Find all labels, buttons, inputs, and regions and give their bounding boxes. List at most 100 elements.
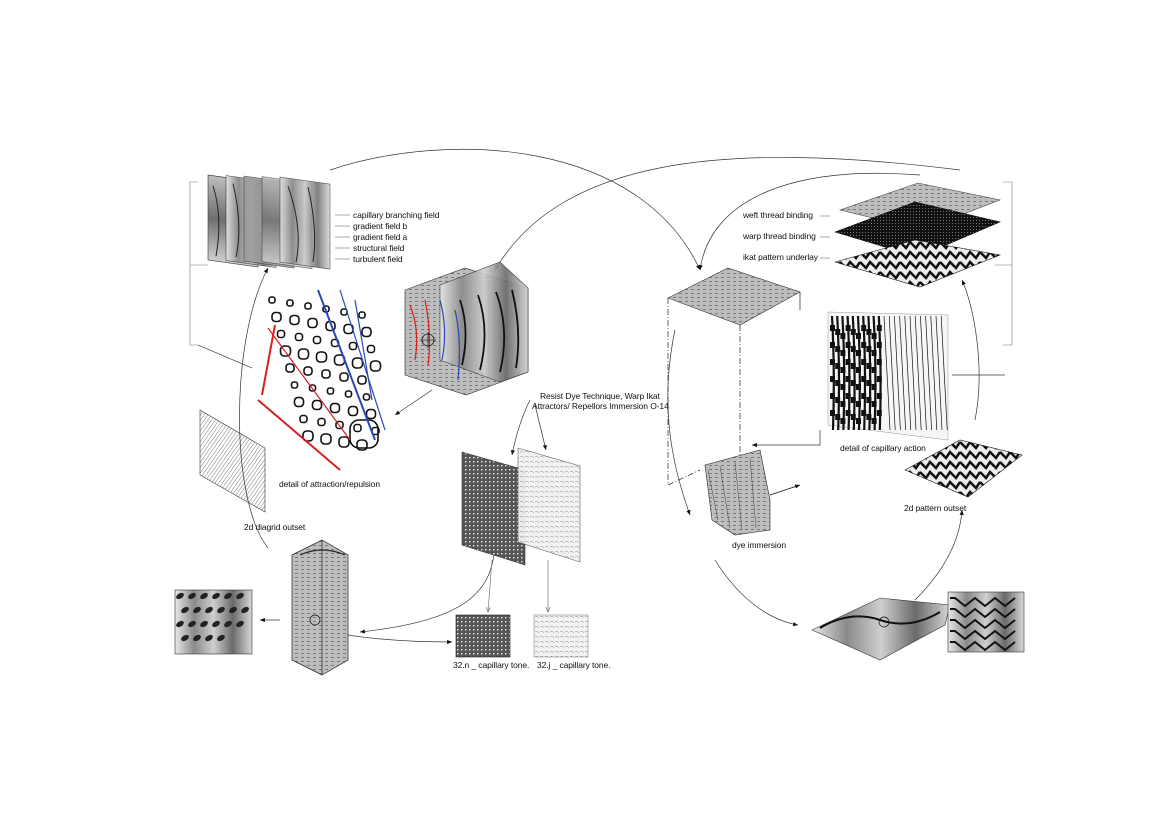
label-gradient-field-a: gradient field a — [353, 232, 408, 242]
ikat-dash — [866, 329, 872, 335]
ikat-dash — [840, 401, 846, 407]
ikat-dash — [845, 342, 851, 348]
attractor-cell — [347, 405, 359, 417]
attractor-cell — [279, 345, 292, 357]
ikat-dash — [856, 333, 861, 339]
attractor-cell-large — [349, 419, 379, 449]
ikat-zigzag — [950, 607, 1016, 619]
attractor-cell — [338, 436, 350, 448]
fabric-spot — [236, 620, 244, 628]
ikat-dash — [840, 418, 846, 424]
attractor-cell — [357, 375, 367, 385]
ikat-dash — [861, 393, 867, 399]
attractor-cell — [308, 384, 317, 392]
fabric-spot — [217, 606, 225, 614]
ikat-dash — [861, 325, 867, 331]
ikat-dash — [835, 329, 841, 335]
capillary-thread — [920, 315, 927, 431]
fabric-spot — [188, 592, 196, 600]
ikat-dash — [850, 414, 856, 420]
ikat-dash — [861, 410, 867, 416]
ikat-dash — [856, 401, 861, 407]
layer-capillary — [279, 176, 331, 270]
ikat-dash — [850, 397, 856, 403]
fabric-spot — [193, 634, 201, 642]
left-bracket — [189, 181, 208, 346]
ikat-dash — [876, 359, 882, 365]
ikat-dash — [845, 325, 851, 331]
draped-fabric — [811, 597, 951, 661]
right-bracket — [995, 181, 1013, 346]
attractor-cell — [293, 396, 305, 408]
caption-2d-pattern-outset: 2d pattern outset — [904, 503, 967, 513]
attractor-cell — [315, 351, 328, 363]
pattern-outset-panel — [904, 439, 1023, 498]
fabric-spot — [200, 592, 208, 600]
attractor-cell — [294, 332, 304, 342]
capillary-thread — [888, 315, 896, 431]
caption-tone-j: 32.j _ capillary tone. — [537, 660, 611, 670]
attractor-cell — [285, 363, 295, 373]
fabric-spot — [205, 606, 213, 614]
attractor-cell — [329, 402, 341, 414]
attractor-cell — [358, 311, 366, 319]
ikat-dash — [861, 342, 867, 348]
attractor-cell — [369, 360, 382, 372]
ikat-dash — [856, 418, 861, 424]
ikat-dash — [835, 380, 841, 386]
ikat-dash — [840, 350, 846, 356]
ikat-dash — [840, 384, 846, 390]
ikat-dash — [835, 363, 841, 369]
attractor-cell — [348, 341, 358, 351]
attractor-cell — [311, 399, 323, 411]
fabric-spot — [229, 606, 237, 614]
capillary-thread — [894, 315, 901, 431]
fabric-spot — [224, 620, 232, 628]
fabric-spot — [236, 592, 244, 600]
caption-resist-dye-line1: Resist Dye Technique, Warp Ikat — [540, 391, 660, 401]
resist-dye-layer-box — [404, 261, 529, 396]
ikat-zigzag — [950, 596, 1016, 608]
ikat-dash — [876, 376, 882, 382]
field-layer-stack — [207, 174, 350, 270]
capillary-thread — [925, 315, 932, 431]
caption-capillary-action: detail of capillary action — [840, 443, 926, 453]
attractor-cell — [317, 417, 326, 427]
attractor-cell — [303, 366, 313, 376]
ikat-dash — [850, 380, 856, 386]
capillary-thread — [940, 315, 948, 431]
ikat-dash — [856, 384, 861, 390]
capillary-thread — [909, 315, 917, 431]
attractor-cell — [326, 387, 335, 395]
attractor-cell — [366, 344, 376, 354]
attractor-cell — [356, 439, 368, 451]
ikat-dash — [840, 367, 846, 373]
attractor-cell — [351, 357, 364, 369]
ikat-dash — [845, 410, 851, 416]
ikat-dash — [876, 393, 882, 399]
tone-swatch-n — [455, 614, 511, 658]
ikat-dash — [871, 401, 877, 407]
attractor-cell — [365, 408, 377, 420]
attractor-cell — [353, 423, 362, 433]
ikat-dash — [835, 346, 841, 352]
ikat-dash — [861, 376, 867, 382]
flow-arrows — [197, 148, 1005, 645]
ikat-dash — [830, 376, 835, 382]
attractor-cell — [268, 296, 276, 304]
attractor-cell — [312, 335, 322, 345]
attractor-cell — [307, 317, 318, 329]
ikat-dash — [866, 380, 872, 386]
ikat-dash — [871, 367, 877, 373]
capillary-thread — [935, 315, 943, 431]
caption-resist-dye-line2: Attractors/ Repellors Immersion O-14 — [532, 401, 669, 411]
attractor-lines — [257, 289, 386, 471]
ikat-dash — [856, 367, 861, 373]
label-structural-field: structural field — [353, 243, 405, 253]
attractor-cell — [286, 299, 294, 307]
caption-attraction-repulsion: detail of attraction/repulsion — [279, 479, 380, 489]
ikat-dash — [871, 418, 877, 424]
capillary-tone-panels — [461, 447, 581, 566]
attractor-cell — [289, 314, 300, 326]
ikat-dash — [840, 333, 846, 339]
